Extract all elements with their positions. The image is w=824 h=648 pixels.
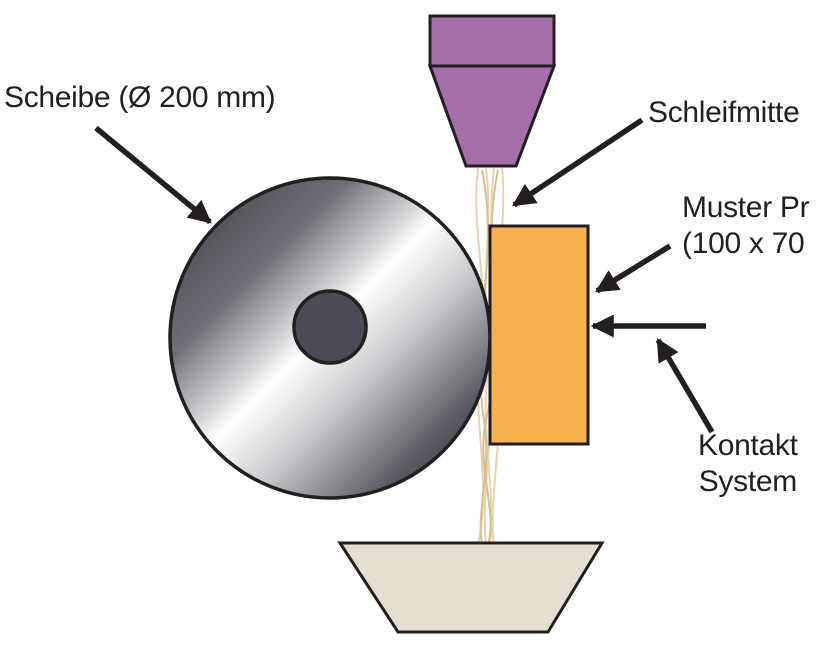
abrasive-hopper <box>427 14 557 168</box>
sample-label: Muster Pr (100 x 70 <box>682 190 810 262</box>
collector-bin <box>337 541 605 634</box>
hopper-neck <box>428 14 556 68</box>
contact-label-line1: Kontakt <box>698 429 798 462</box>
sample-label-line1: Muster Pr <box>682 191 810 224</box>
sample-specimen <box>488 224 590 446</box>
disc-hub <box>292 289 368 365</box>
disc-pointer-arrow <box>94 125 212 225</box>
contact-system-label: Kontakt System <box>698 428 798 500</box>
abrasive-pointer-arrow <box>512 117 644 208</box>
grinding-disc <box>168 176 492 500</box>
disc-label: Scheibe (Ø 200 mm) <box>4 81 276 114</box>
abrasive-label: Schleifmitte <box>648 96 800 129</box>
hopper-funnel <box>427 64 557 168</box>
sample-label-line2: (100 x 70 <box>682 227 805 260</box>
sample-pointer-arrow <box>595 243 672 294</box>
pointer-arrows <box>94 117 715 434</box>
contact-pointer-arrow <box>655 338 715 434</box>
contact-label-line2: System <box>698 465 798 498</box>
